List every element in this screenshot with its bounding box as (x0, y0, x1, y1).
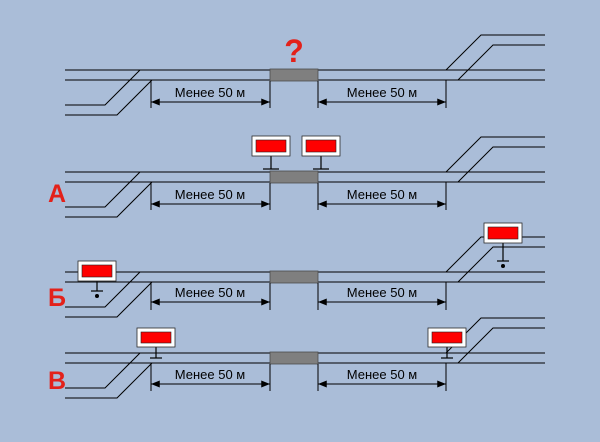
left-branch-rail-outer (65, 362, 153, 399)
left-branch-rail-outer (65, 79, 153, 116)
dimension-label-left: Менее 50 м (175, 187, 246, 202)
signal-left (77, 260, 117, 298)
signal-ground-dot (501, 264, 505, 268)
option-label: А (48, 180, 66, 208)
dimension-label-right: Менее 50 м (347, 285, 418, 300)
row-v: Менее 50 м Менее 50 м В (48, 317, 545, 399)
left-branch-rail-outer (65, 281, 153, 318)
level-crossing (269, 170, 319, 184)
signal-light (305, 139, 337, 153)
signal-ground-dot (95, 294, 99, 298)
row-question: Менее 50 м Менее 50 м ? (65, 33, 545, 116)
right-branch-rail-inner (457, 327, 545, 364)
signal-light (487, 226, 519, 240)
signal-light (255, 139, 287, 153)
dimension-label-right: Менее 50 м (347, 367, 418, 382)
left-branch-rail-inner (65, 171, 141, 208)
right-branch-rail-inner (457, 44, 545, 81)
dimension-label-right: Менее 50 м (347, 187, 418, 202)
right-branch-rail-inner (457, 146, 545, 183)
signal-left (251, 135, 291, 170)
right-branch-rail-inner (457, 246, 545, 283)
row-b: Менее 50 м Менее 50 м Б (48, 222, 545, 318)
right-branch-rail-outer (445, 136, 545, 173)
left-branch-rail-outer (65, 181, 153, 218)
option-label: В (48, 367, 66, 395)
row-a: Менее 50 м Менее 50 м А (48, 135, 545, 218)
level-crossing (269, 270, 319, 284)
right-branch-rail-outer (445, 34, 545, 71)
dimension-label-right: Менее 50 м (347, 85, 418, 100)
option-label: Б (48, 284, 66, 312)
signal-right (483, 222, 523, 268)
question-mark: ? (284, 33, 304, 69)
left-branch-rail-inner (65, 69, 141, 106)
level-crossing (269, 351, 319, 365)
level-crossing (269, 68, 319, 82)
left-branch-rail-inner (65, 271, 141, 308)
signal-left (136, 327, 176, 359)
signal-light (431, 331, 463, 344)
dimension-label-left: Менее 50 м (175, 85, 246, 100)
dimension-label-left: Менее 50 м (175, 285, 246, 300)
signal-light (81, 264, 113, 278)
right-branch-rail-outer (445, 236, 545, 273)
signal-right (427, 327, 467, 359)
signal-right (301, 135, 341, 170)
dimension-label-left: Менее 50 м (175, 367, 246, 382)
left-branch-rail-inner (65, 352, 141, 389)
signal-light (140, 331, 172, 344)
